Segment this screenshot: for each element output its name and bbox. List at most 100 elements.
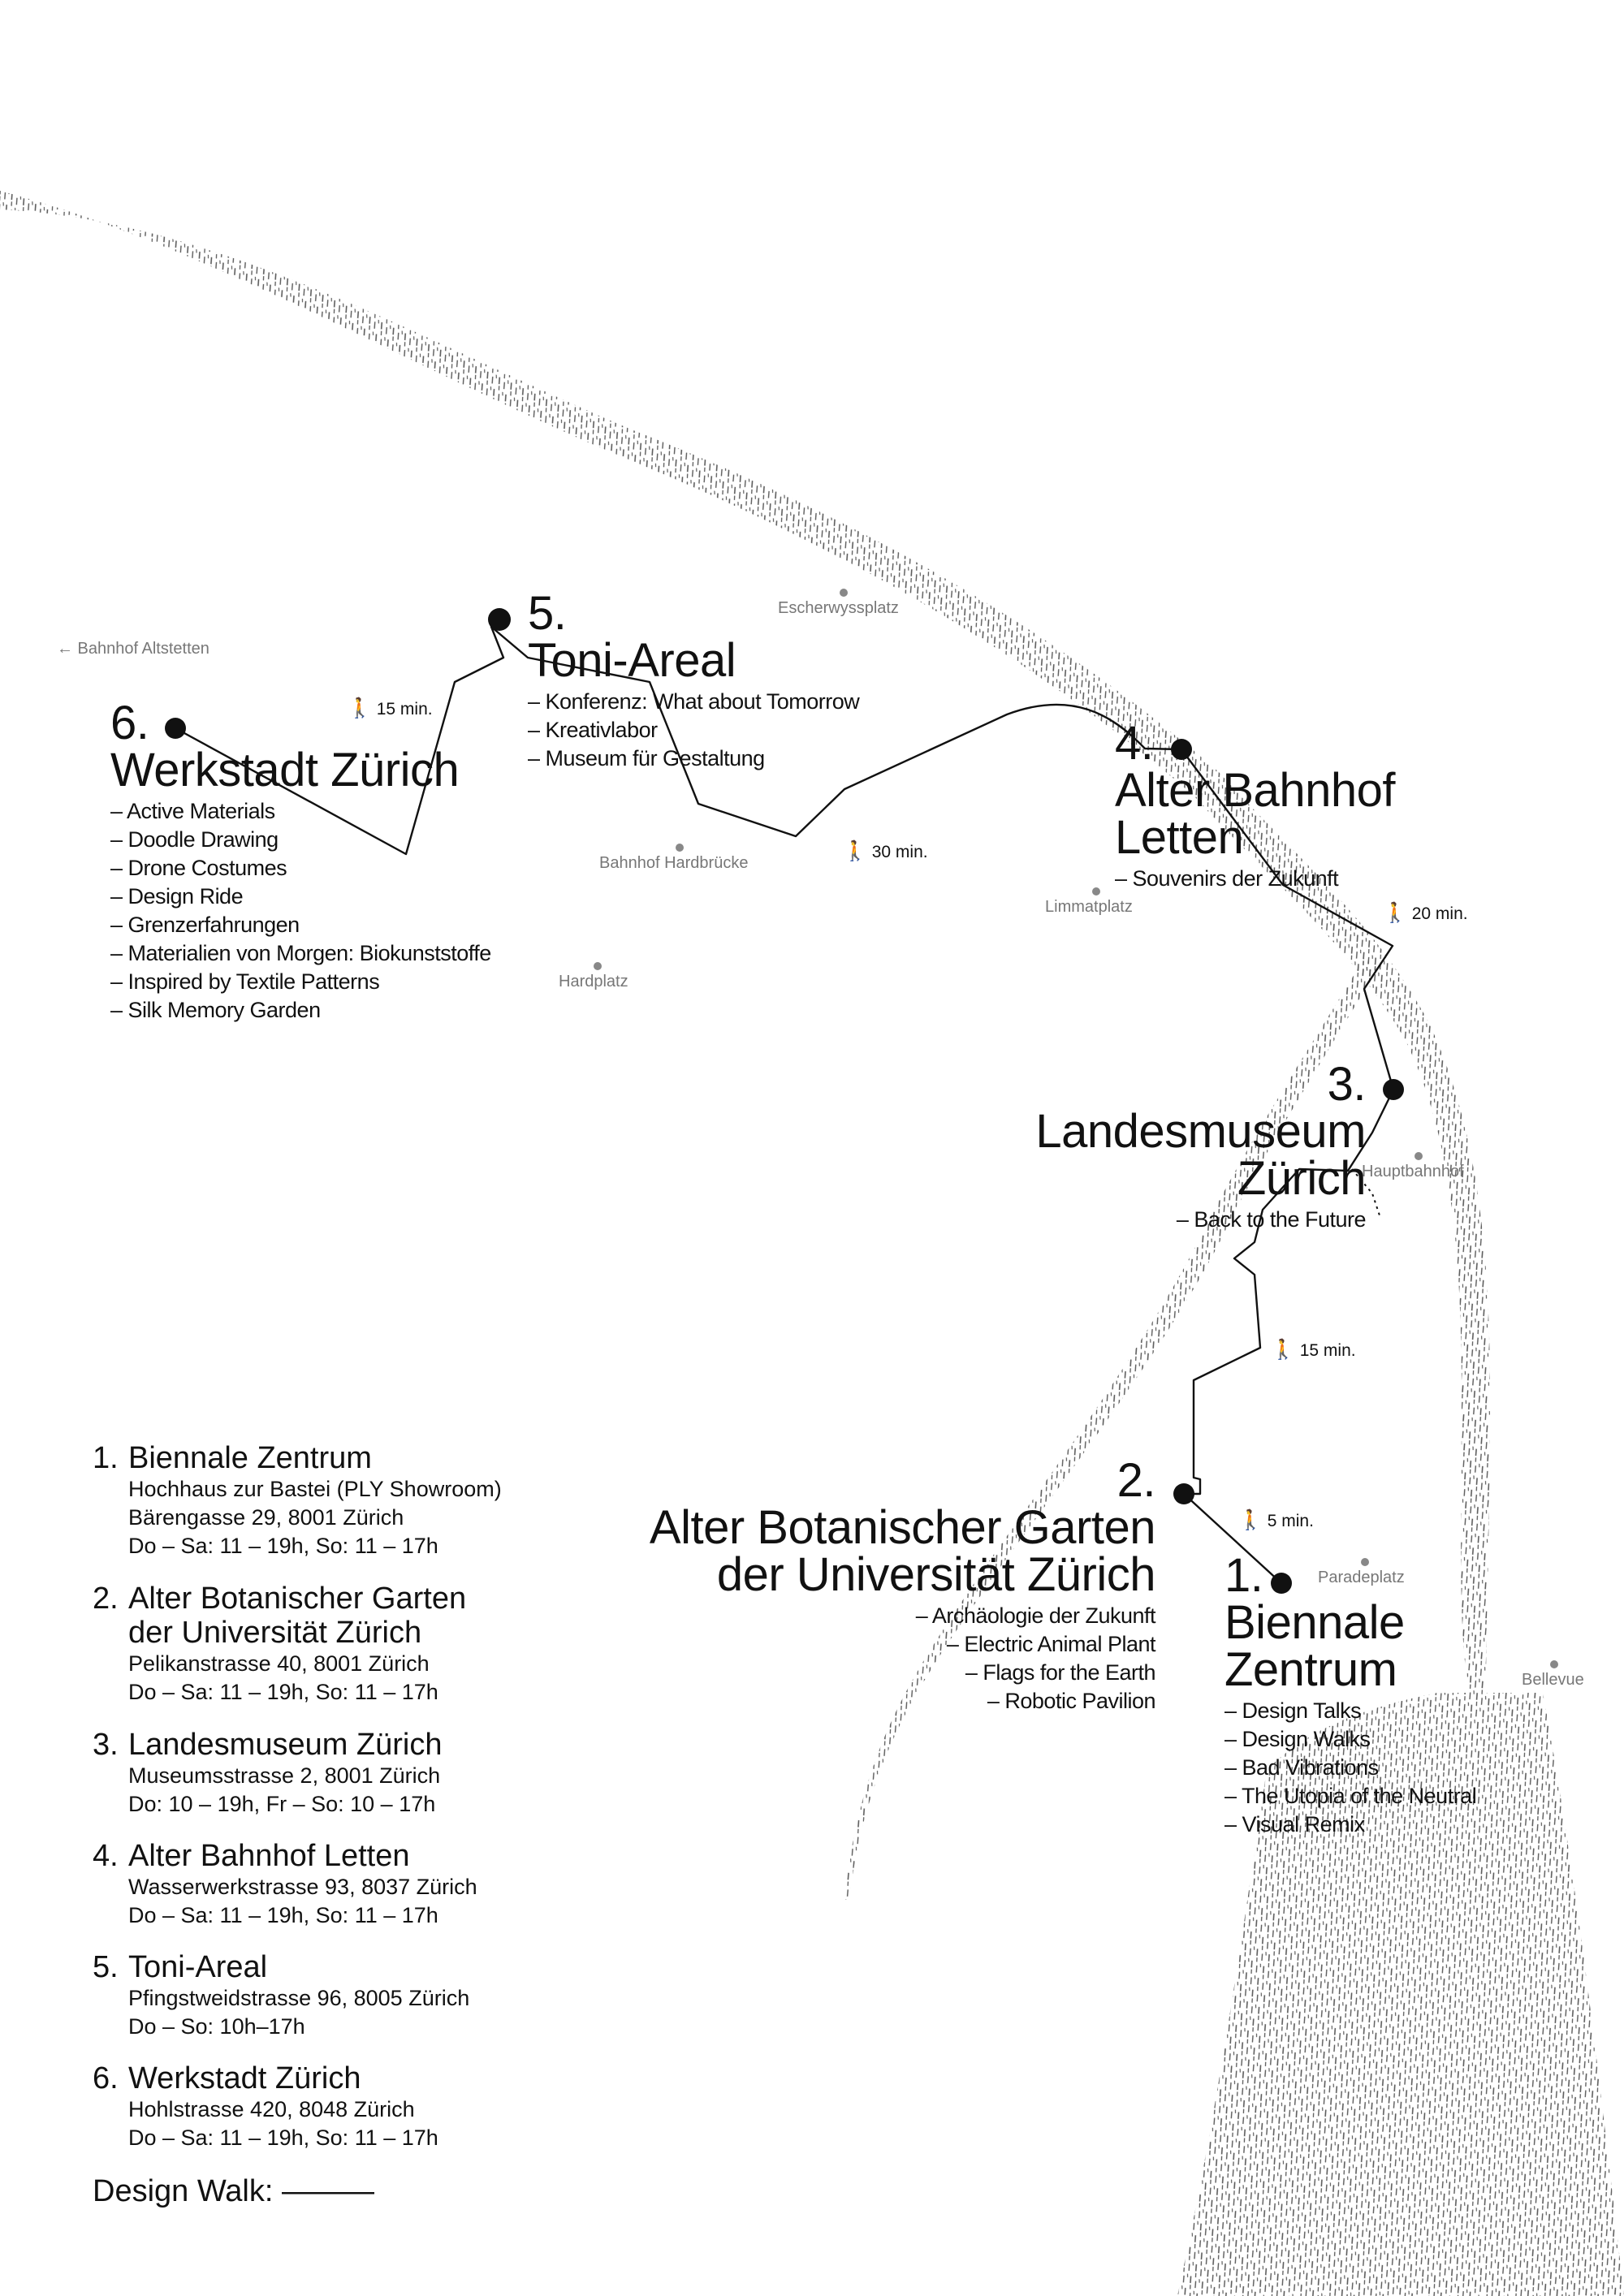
- legend-detail-line: Hochhaus zur Bastei (PLY Showroom): [128, 1477, 502, 1501]
- place-label: Escherwyssplatz: [778, 599, 899, 617]
- station-number: 2.: [1116, 1454, 1156, 1507]
- place-label: Hardplatz: [559, 973, 628, 990]
- station-events: – Souvenirs der Zukunft: [1115, 865, 1395, 893]
- legend-title-text: Biennale Zentrum: [128, 1441, 372, 1475]
- legend-number: 1.: [93, 1441, 119, 1475]
- schanzengraben-channel: [844, 958, 1379, 1900]
- station-dot-1[interactable]: [1271, 1573, 1292, 1594]
- legend-design-walk: Design Walk: ———: [93, 2174, 374, 2209]
- event-item[interactable]: – Drone Costumes: [110, 856, 287, 880]
- event-item[interactable]: – Visual Remix: [1224, 1812, 1365, 1836]
- place-label: Bahnhof Hardbrücke: [599, 854, 749, 872]
- station-title-line: Letten: [1115, 811, 1244, 864]
- station-dot-4[interactable]: [1171, 739, 1192, 760]
- place-hardplatz: Hardplatz: [559, 962, 628, 991]
- place-dot: [1361, 1558, 1369, 1566]
- walk-time-label: 15 min.: [376, 700, 433, 719]
- legend-detail-line: Do – So: 10h–17h: [128, 2014, 305, 2039]
- legend-detail-line: Pelikanstrasse 40, 8001 Zürich: [128, 1651, 430, 1676]
- event-item[interactable]: – Grenzerfahrungen: [110, 913, 300, 937]
- station-dot-2[interactable]: [1173, 1483, 1194, 1504]
- event-item[interactable]: – Souvenirs der Zukunft: [1115, 866, 1339, 891]
- legend-details: Pfingstweidstrasse 96, 8005 Zürich Do – …: [93, 1984, 469, 2041]
- station-dot-3[interactable]: [1383, 1079, 1404, 1100]
- legend-number: 6.: [93, 2061, 119, 2095]
- station-1[interactable]: 1. Biennale Zentrum – Design Talks – Des…: [1224, 1552, 1477, 1839]
- legend-item-5[interactable]: 5. Toni-Areal Pfingstweidstrasse 96, 8005…: [93, 1950, 469, 2041]
- station-number: 3.: [1327, 1058, 1367, 1111]
- event-item[interactable]: – Design Walks: [1224, 1727, 1371, 1751]
- legend-detail-line: Do – Sa: 11 – 19h, So: 11 – 17h: [128, 1680, 438, 1704]
- place-dot: [1415, 1152, 1423, 1160]
- event-item[interactable]: – Electric Animal Plant: [946, 1632, 1156, 1656]
- legend-title: 4. Alter Bahnhof Letten: [93, 1839, 477, 1873]
- station-dot-6[interactable]: [165, 718, 186, 739]
- legend-item-3[interactable]: 3.Landesmuseum Zürich Museumsstrasse 2, …: [93, 1728, 443, 1819]
- station-6[interactable]: 6. Werkstadt Zürich – Active Materials –…: [110, 700, 491, 1025]
- event-item[interactable]: – Doodle Drawing: [110, 827, 279, 852]
- event-item[interactable]: – Silk Memory Garden: [110, 998, 321, 1022]
- event-item[interactable]: – Design Talks: [1224, 1698, 1362, 1723]
- station-3[interactable]: 3. Landesmuseum Zürich – Back to the Fut…: [1035, 1061, 1366, 1234]
- event-item[interactable]: – Inspired by Textile Patterns: [110, 969, 380, 994]
- pedestrian-icon: 🚶: [843, 840, 867, 862]
- event-item[interactable]: – Museum für Gestaltung: [528, 746, 765, 770]
- legend-detail-line: Bärengasse 29, 8001 Zürich: [128, 1505, 404, 1530]
- place-bahnhof-hardbruecke: Bahnhof Hardbrücke: [599, 844, 749, 873]
- legend-number: 2.: [93, 1582, 119, 1616]
- pedestrian-icon: 🚶: [1271, 1339, 1295, 1361]
- event-item[interactable]: – Konferenz: What about Tomorrow: [528, 689, 860, 714]
- legend-title: 2.Alter Botanischer Garten: [93, 1582, 466, 1616]
- place-bahnhof-altstetten[interactable]: ← Bahnhof Altstetten: [57, 640, 209, 658]
- station-2[interactable]: 2. Alter Botanischer Garten der Universi…: [649, 1454, 1156, 1716]
- legend-detail-line: Do: 10 – 19h, Fr – So: 10 – 17h: [128, 1792, 436, 1816]
- place-bellevue: Bellevue: [1522, 1660, 1584, 1690]
- place-dot: [840, 589, 848, 597]
- station-number: 5.: [528, 587, 567, 640]
- legend-detail-line: Pfingstweidstrasse 96, 8005 Zürich: [128, 1986, 470, 2010]
- legend-item-1[interactable]: 1. Biennale Zentrum Hochhaus zur Bastei (…: [93, 1441, 502, 1560]
- walk-time-4-3: 🚶 20 min.: [1383, 901, 1468, 925]
- legend-title-text: Werkstadt Zürich: [128, 2061, 361, 2095]
- legend-details: Wasserwerkstrasse 93, 8037 Zürich Do – S…: [93, 1873, 477, 1930]
- legend-details: Pelikanstrasse 40, 8001 Zürich Do – Sa: …: [93, 1650, 466, 1707]
- event-item[interactable]: – Active Materials: [110, 799, 275, 823]
- legend-title-text: der Universität Zürich: [128, 1616, 422, 1650]
- place-escherwyssplatz: Escherwyssplatz: [778, 589, 899, 618]
- event-item[interactable]: – The Utopia of the Neutral: [1224, 1784, 1477, 1808]
- event-item[interactable]: – Kreativlabor: [528, 718, 658, 742]
- station-title-line: Alter Botanischer Garten: [649, 1501, 1156, 1554]
- station-events: – Archäologie der Zukunft – Electric Ani…: [650, 1602, 1156, 1716]
- event-item[interactable]: – Design Ride: [110, 884, 244, 908]
- station-dot-5[interactable]: [488, 608, 511, 631]
- lake-zurich: [1177, 1693, 1624, 2296]
- station-title-line: Alter Bahnhof: [1115, 764, 1395, 817]
- legend-number: 5.: [93, 1950, 119, 1984]
- station-title-line: Landesmuseum: [1035, 1105, 1366, 1158]
- legend-title-text: Alter Bahnhof Letten: [128, 1839, 410, 1873]
- legend-item-6[interactable]: 6.Werkstadt Zürich Hohlstrasse 420, 8048…: [93, 2061, 438, 2152]
- station-events: – Konferenz: What about Tomorrow – Kreat…: [528, 688, 860, 773]
- station-5[interactable]: 5. Toni-Areal – Konferenz: What about To…: [528, 587, 860, 773]
- place-limmatplatz: Limmatplatz: [1045, 887, 1133, 917]
- event-item[interactable]: – Flags for the Earth: [965, 1660, 1156, 1685]
- place-dot: [594, 962, 602, 970]
- pedestrian-icon: 🚶: [1238, 1509, 1263, 1531]
- event-item[interactable]: – Back to the Future: [1176, 1207, 1367, 1232]
- station-title-line: Toni-Areal: [528, 634, 736, 687]
- place-paradeplatz: Paradeplatz: [1318, 1558, 1405, 1587]
- legend-number: 4.: [93, 1839, 119, 1873]
- event-item[interactable]: – Bad Vibrations: [1224, 1755, 1379, 1780]
- place-dot: [1092, 887, 1100, 896]
- station-events: – Back to the Future: [1035, 1206, 1367, 1234]
- event-item[interactable]: – Materialien von Morgen: Biokunststoffe: [110, 941, 491, 965]
- station-4[interactable]: 4. Alter Bahnhof Letten – Souvenirs der …: [1115, 720, 1395, 893]
- legend-title-text: Toni-Areal: [128, 1950, 268, 1984]
- event-item[interactable]: – Archäologie der Zukunft: [915, 1603, 1156, 1628]
- legend-item-4[interactable]: 4. Alter Bahnhof Letten Wasserwerkstrasse…: [93, 1839, 477, 1930]
- event-item[interactable]: – Robotic Pavilion: [987, 1689, 1156, 1713]
- legend-item-2[interactable]: 2.Alter Botanischer Garten der Universit…: [93, 1582, 466, 1707]
- design-walk-label: Design Walk: ———: [93, 2174, 374, 2208]
- station-title-line: Biennale: [1224, 1596, 1405, 1649]
- pedestrian-icon: 🚶: [1383, 902, 1407, 924]
